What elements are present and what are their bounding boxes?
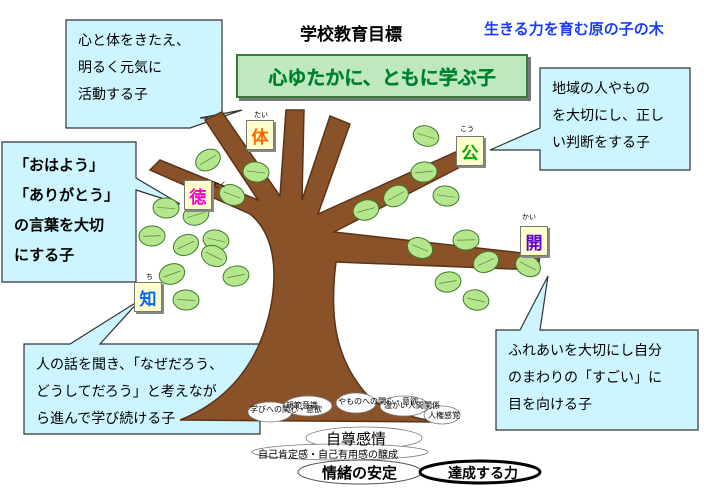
leaf-vein bbox=[205, 251, 223, 261]
leaf-vein bbox=[187, 212, 205, 218]
virtue-toku-reading: とく bbox=[213, 181, 227, 189]
root-ovals bbox=[247, 392, 542, 485]
motto-text: 心ゆたかに、ともに学ぶ子 bbox=[268, 66, 496, 89]
root-item-1: 学びへの関心・意欲 bbox=[250, 405, 322, 414]
leaf-vein bbox=[142, 235, 162, 237]
leaf-vein bbox=[357, 207, 375, 213]
leaf-vein bbox=[227, 273, 245, 279]
emotional-stability-label: 情緒の安定 bbox=[322, 464, 398, 482]
root-item-3: やものへの関心・意欲 bbox=[338, 397, 418, 406]
leaf-vein bbox=[411, 244, 429, 252]
bubble-body-text: 心と体をきたえ、 明るく元気に 活動する子 bbox=[78, 33, 190, 103]
leaf-vein bbox=[176, 299, 196, 301]
leaf-vein bbox=[207, 237, 225, 243]
leaf-vein bbox=[387, 191, 405, 201]
leaves bbox=[138, 125, 541, 311]
virtue-tai-badge: 体 bbox=[246, 120, 274, 150]
leaf-vein bbox=[163, 270, 181, 278]
self-esteem-sub-label: 自己肯定感・自己有用感の醸成 bbox=[258, 450, 398, 461]
leaf-vein bbox=[415, 170, 433, 174]
leaf-vein bbox=[223, 191, 241, 199]
virtue-kou-reading: こう bbox=[460, 125, 474, 133]
virtue-kai-badge: 開 bbox=[520, 226, 548, 256]
bubble-shapes bbox=[1, 19, 699, 435]
virtue-chi-reading: ち bbox=[146, 273, 153, 281]
leaf-vein bbox=[157, 207, 175, 209]
bubble-knowledge-text: 人の話を聞き、「なぜだろう、 どうしてだろう」と考えなが ら進んで学び続ける子 bbox=[36, 357, 224, 427]
leaf-vein bbox=[247, 170, 265, 174]
leaf-vein bbox=[437, 194, 455, 198]
bubble-virtue-text: 「おはよう」 「ありがとう」 の言葉を大切 にする子 bbox=[14, 156, 120, 264]
leaf-vein bbox=[177, 240, 195, 250]
success-label: 達成する力 bbox=[448, 466, 518, 482]
bubble-open-shape bbox=[495, 275, 699, 431]
virtue-kai-reading: かい bbox=[522, 213, 536, 221]
vision-title: 生きる力を育む原の子の木 bbox=[484, 20, 664, 38]
virtue-toku-badge: 徳 bbox=[184, 180, 212, 210]
leaf-vein bbox=[200, 155, 216, 165]
self-esteem-label: 自尊感情 bbox=[326, 430, 387, 448]
bubble-public-text: 地域の人やもの を大切にし、正し い判断をする子 bbox=[552, 81, 664, 151]
root-item-5: 人権感覚 bbox=[428, 411, 460, 420]
root-item-2: 規範意識 bbox=[286, 401, 318, 410]
bubble-virtue-shape bbox=[1, 141, 181, 283]
leaf-vein bbox=[467, 297, 485, 303]
virtue-chi-badge: 知 bbox=[134, 282, 162, 312]
virtue-kou-badge: 公 bbox=[456, 136, 484, 166]
bubble-knowledge-shape bbox=[23, 299, 261, 435]
bubble-open-text: ふれあいを大切にし自分 のまわりの「すごい」に 目を向ける子 bbox=[508, 343, 662, 413]
motto-banner: 心ゆたかに、ともに学ぶ子 bbox=[236, 54, 528, 98]
school-goal-label: 学校教育目標 bbox=[300, 25, 402, 45]
bubble-public-shape bbox=[489, 67, 691, 171]
root-item-4: 温かい人間関係 bbox=[384, 401, 440, 410]
leaf-vein bbox=[439, 280, 457, 284]
virtue-tai-reading: たい bbox=[254, 111, 268, 119]
leaf-vein bbox=[519, 261, 537, 271]
leaf-vein bbox=[477, 258, 495, 266]
leaf-vein bbox=[417, 133, 435, 139]
